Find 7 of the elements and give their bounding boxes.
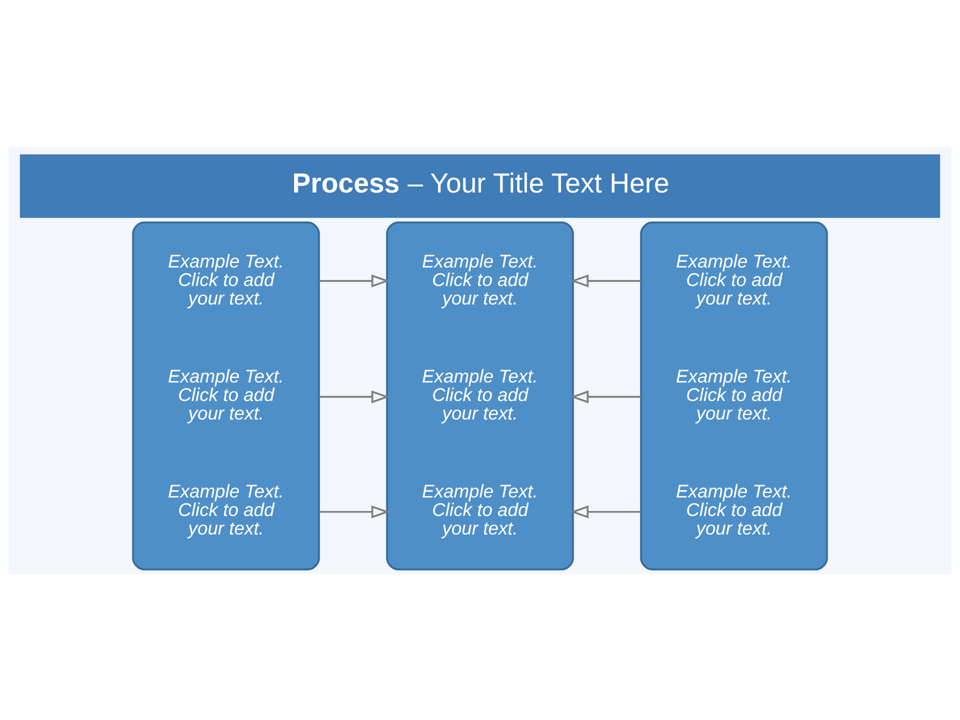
arrow	[318, 390, 390, 403]
diagram-title: Process – Your Title Text Here	[292, 167, 670, 198]
arrow	[570, 504, 642, 518]
arrow	[570, 274, 642, 287]
arrow	[318, 274, 390, 287]
arrow	[570, 390, 642, 403]
arrow	[318, 504, 390, 518]
